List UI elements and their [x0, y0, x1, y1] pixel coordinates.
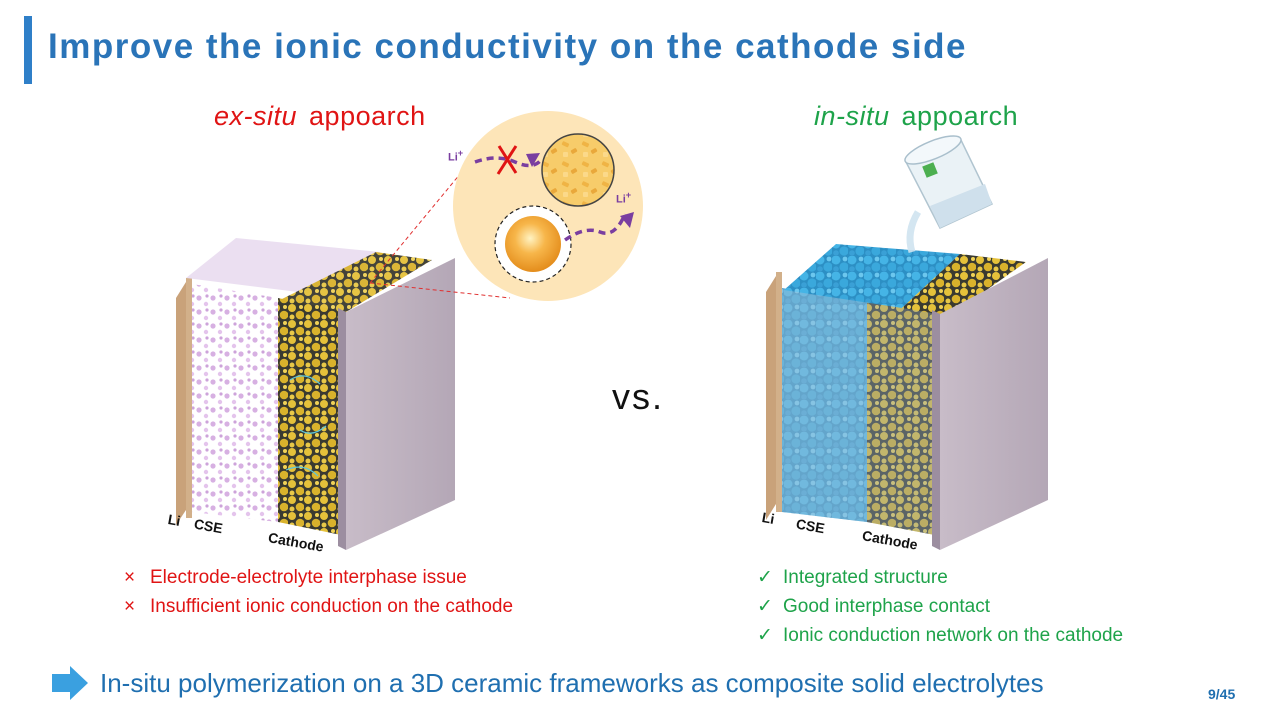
pro-text: Integrated structure	[783, 567, 948, 588]
in-situ-heading: in-situ appoarch	[814, 101, 1018, 132]
pro-text: Good interphase contact	[783, 596, 991, 617]
list-item: × Insufficient ionic conduction on the ca…	[124, 592, 513, 621]
list-item: × Electrode-electrolyte interphase issue	[124, 563, 513, 592]
li-ion-label-blocked: Li+	[448, 148, 464, 164]
page-title: Improve the ionic conductivity on the ca…	[48, 27, 968, 66]
con-text: Electrode-electrolyte interphase issue	[150, 567, 467, 588]
title-accent-bar	[24, 16, 32, 84]
list-item: ✓ Good interphase contact	[757, 592, 1123, 621]
in-situ-heading-text: appoarch	[901, 101, 1019, 131]
li-ion-label-pass: Li+	[616, 190, 632, 206]
summary-text: In-situ polymerization on a 3D ceramic f…	[100, 668, 1044, 698]
ex-situ-battery	[176, 238, 455, 550]
check-icon: ✓	[757, 625, 773, 646]
interface-zoom-inset	[453, 111, 643, 301]
in-situ-heading-italic: in-situ	[814, 101, 890, 131]
in-situ-pros-list: ✓ Integrated structure ✓ Good interphase c…	[757, 563, 1123, 650]
cross-icon: ×	[124, 596, 136, 617]
ex-situ-heading: ex-situ appoarch	[214, 101, 426, 132]
cross-icon: ×	[124, 567, 136, 588]
page-number: 9/45	[1208, 686, 1236, 702]
con-text: Insufficient ionic conduction on the cat…	[150, 596, 514, 617]
ex-situ-cons-list: ×Electrode-electrolyte interphase issue …	[124, 563, 513, 621]
list-item: ✓ Ionic conduction network on the cathode	[757, 621, 1123, 650]
vs-label: vs.	[612, 376, 665, 417]
pro-text: Ionic conduction network on the cathode	[783, 625, 1124, 646]
check-icon: ✓	[757, 596, 773, 617]
ex-situ-heading-text: appoarch	[309, 101, 426, 131]
beaker-icon	[904, 135, 994, 254]
in-situ-battery	[766, 244, 1048, 550]
ex-situ-heading-italic: ex-situ	[214, 101, 298, 131]
list-item: ✓ Integrated structure	[757, 563, 1123, 592]
arrow-right-icon	[52, 666, 88, 700]
check-icon: ✓	[757, 567, 773, 588]
